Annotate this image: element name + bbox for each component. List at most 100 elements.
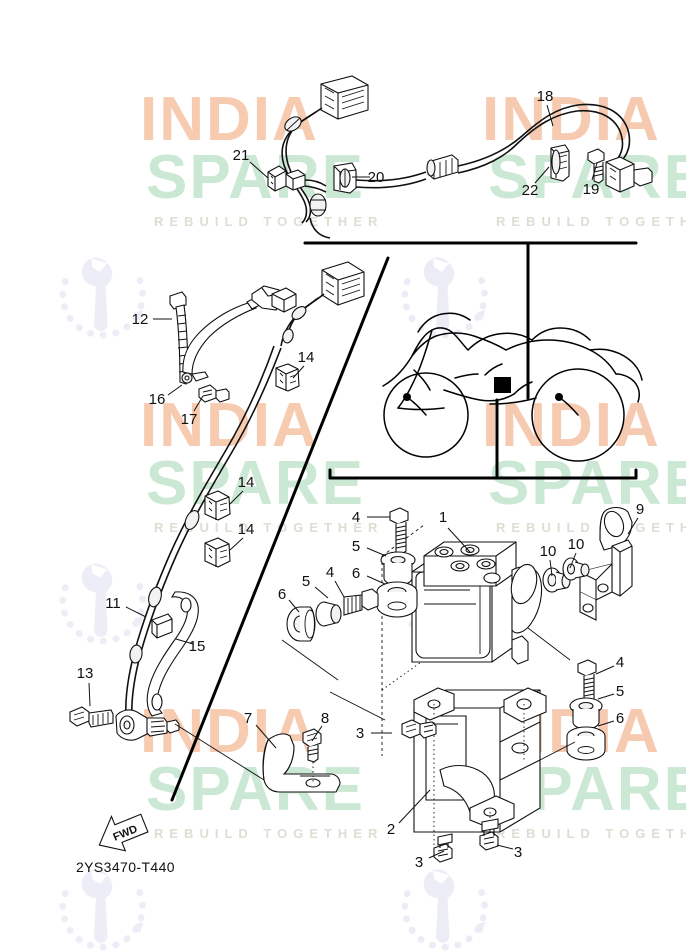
callout-number-1[interactable]: 1 [439, 509, 447, 526]
callout-number-3[interactable]: 3 [514, 844, 522, 861]
callout-number-8[interactable]: 8 [321, 710, 329, 727]
hardware-stack-right [566, 659, 606, 761]
front-sensor-lead-hose-outer [457, 103, 631, 167]
bolt-3-bottom-right [479, 818, 499, 851]
svg-text:REBUILD TOGETHER: REBUILD TOGETHER [154, 520, 383, 535]
collar-5-left [315, 601, 342, 627]
diagonal-section-divider [170, 256, 390, 802]
front-sensor-head [251, 285, 297, 313]
wheel-speed-sensor-21 [267, 165, 306, 192]
abs-mounting-bracket-2 [413, 687, 547, 846]
callout-leader-line [255, 724, 277, 749]
callout-number-6[interactable]: 6 [278, 586, 286, 603]
bolt-10-left [542, 567, 571, 593]
callout-leader-line [569, 552, 577, 569]
callout-leader-line [175, 638, 194, 645]
sensor-clamp-20 [333, 162, 357, 194]
watermark-tile: INDIA SPARE REBUILD TOGETHER [63, 391, 383, 641]
callout-number-5[interactable]: 5 [352, 538, 360, 555]
hose-sleeve [184, 510, 200, 530]
bolt-17 [198, 384, 230, 403]
callout-number-13[interactable]: 13 [77, 665, 94, 682]
callout-number-14[interactable]: 14 [238, 521, 255, 538]
bolt-3-bottom-left [433, 833, 453, 863]
callout-number-22[interactable]: 22 [522, 182, 539, 199]
callout-leader-line [314, 586, 329, 599]
brake-hose-11-inner [125, 345, 275, 717]
bolt-3-top [401, 719, 437, 739]
callout-leader-line [167, 384, 183, 396]
callout-number-14[interactable]: 14 [238, 474, 255, 491]
hose-end-fitting [115, 709, 180, 741]
callout-number-19[interactable]: 19 [583, 181, 600, 198]
rear-sensor-hose-assembly [69, 345, 282, 741]
assembly-guide-line [174, 723, 265, 781]
callout-leader-line [428, 850, 445, 859]
callout-leader-line [398, 789, 431, 824]
callout-number-14[interactable]: 14 [298, 349, 315, 366]
callout-number-7[interactable]: 7 [244, 710, 252, 727]
fwd-direction-arrow: FWD [98, 813, 149, 852]
bolt-10-right [562, 557, 590, 581]
assembly-guide-line [281, 639, 339, 681]
callout-number-6[interactable]: 6 [616, 710, 624, 727]
svg-text:REBUILD TOGETHER: REBUILD TOGETHER [496, 826, 686, 841]
callout-number-17[interactable]: 17 [181, 411, 198, 428]
callout-number-2[interactable]: 2 [387, 821, 395, 838]
callout-number-4[interactable]: 4 [616, 654, 624, 671]
assembly-guide-line [527, 627, 571, 661]
svg-text:SPARE: SPARE [146, 143, 365, 212]
callout-leader-line [627, 517, 639, 535]
front-sensor-lead-assembly [426, 103, 653, 193]
callout-number-16[interactable]: 16 [149, 391, 166, 408]
lead-sleeve [426, 154, 459, 180]
callout-number-11[interactable]: 11 [105, 595, 121, 612]
cable-clip-14-mid [204, 490, 231, 521]
callout-leader-line [288, 599, 300, 613]
callout-number-10[interactable]: 10 [568, 536, 585, 553]
callout-leader-line [597, 720, 615, 727]
callout-number-6[interactable]: 6 [352, 565, 360, 582]
callout-number-20[interactable]: 20 [368, 169, 385, 186]
collar-5-right [569, 697, 603, 730]
cable-grommet [284, 116, 302, 132]
front-sensor-lead-hose-inner [457, 109, 624, 174]
callout-number-15[interactable]: 15 [189, 638, 206, 655]
bolt-4-right-head [577, 659, 597, 677]
callout-number-12[interactable]: 12 [132, 311, 149, 328]
watermark-tile: INDIA SPARE REBUILD TOGETHER [63, 85, 377, 335]
callout-number-4[interactable]: 4 [326, 564, 334, 581]
callout-leader-line [447, 527, 471, 553]
bolt-13 [69, 706, 114, 728]
callout-number-18[interactable]: 18 [537, 88, 554, 105]
callout-number-10[interactable]: 10 [540, 543, 557, 560]
abs-unit-assembly [174, 506, 633, 863]
bolt-4-head [389, 507, 409, 525]
callout-leader-line [229, 490, 244, 505]
abs-unit-location-marker [494, 377, 511, 393]
callout-number-5[interactable]: 5 [302, 573, 310, 590]
callout-number-3[interactable]: 3 [415, 854, 423, 871]
grommet-6-right [566, 726, 606, 761]
callout-leader-line [125, 606, 147, 618]
svg-text:REBUILD TOGETHER: REBUILD TOGETHER [154, 826, 383, 841]
callout-number-9[interactable]: 9 [636, 501, 644, 518]
callout-leader-line [595, 665, 615, 675]
svg-text:INDIA: INDIA [140, 391, 319, 460]
callout-number-4[interactable]: 4 [352, 509, 360, 526]
bracket-harness-connector [321, 261, 365, 306]
cable-clip-14-lower [204, 537, 231, 568]
callout-number-3[interactable]: 3 [356, 725, 364, 742]
callout-leader-line [193, 395, 204, 412]
hose-bracket-15 [146, 591, 199, 717]
inline-grommet [309, 193, 327, 217]
harness-connector-block [320, 75, 369, 120]
callout-leader-line [591, 162, 598, 181]
callout-leader-line [311, 725, 323, 742]
hose-sleeve [148, 586, 162, 608]
callout-leader-line [229, 537, 244, 551]
callout-number-21[interactable]: 21 [233, 147, 250, 164]
callout-number-5[interactable]: 5 [616, 683, 624, 700]
callout-leader-line [546, 104, 554, 127]
